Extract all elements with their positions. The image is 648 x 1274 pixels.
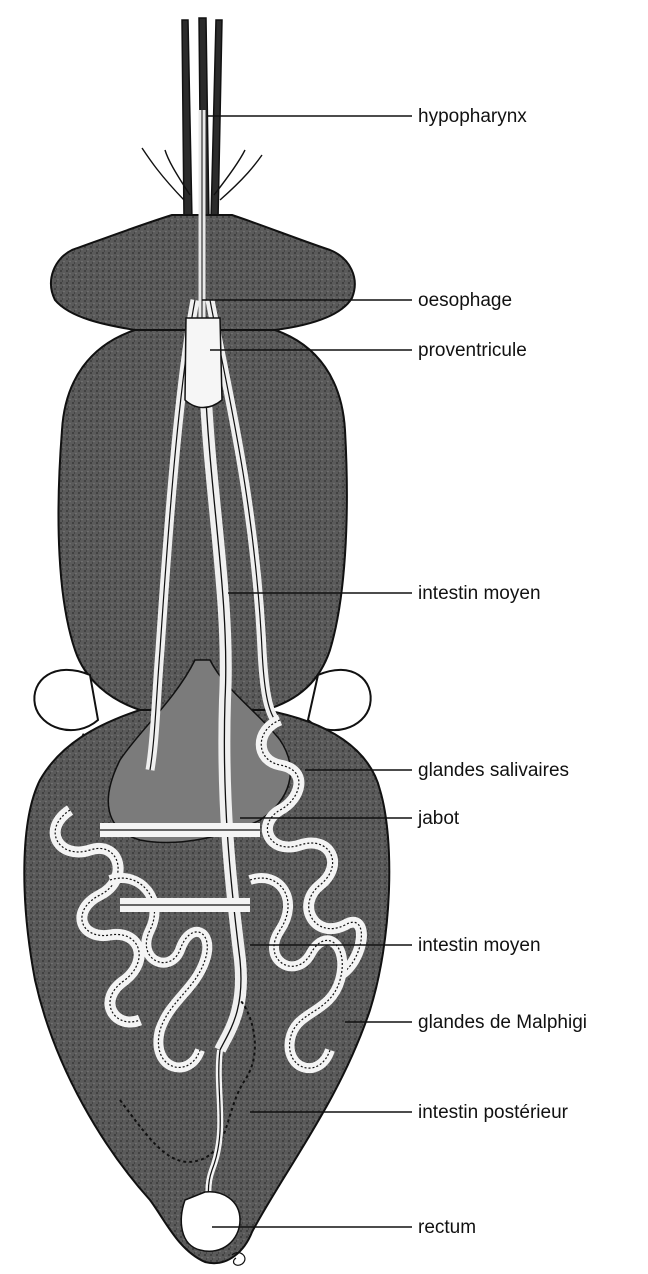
rectum [181,1192,240,1252]
label-glandes-salivaires: glandes salivaires [418,760,569,781]
label-glandes-de-malphigi: glandes de Malphigi [418,1012,587,1033]
label-rectum: rectum [418,1217,476,1238]
label-jabot: jabot [417,808,460,829]
label-hypopharynx: hypopharynx [418,106,527,127]
label-intestin-moyen-upper: intestin moyen [418,583,541,604]
label-oesophage: oesophage [418,290,512,311]
label-intestin-posterieur: intestin postérieur [418,1102,569,1123]
label-proventricule: proventricule [418,340,527,361]
labels: hypopharynx oesophage proventricule inte… [417,106,587,1238]
label-intestin-moyen-lower: intestin moyen [418,935,541,956]
proventriculus [185,318,222,408]
